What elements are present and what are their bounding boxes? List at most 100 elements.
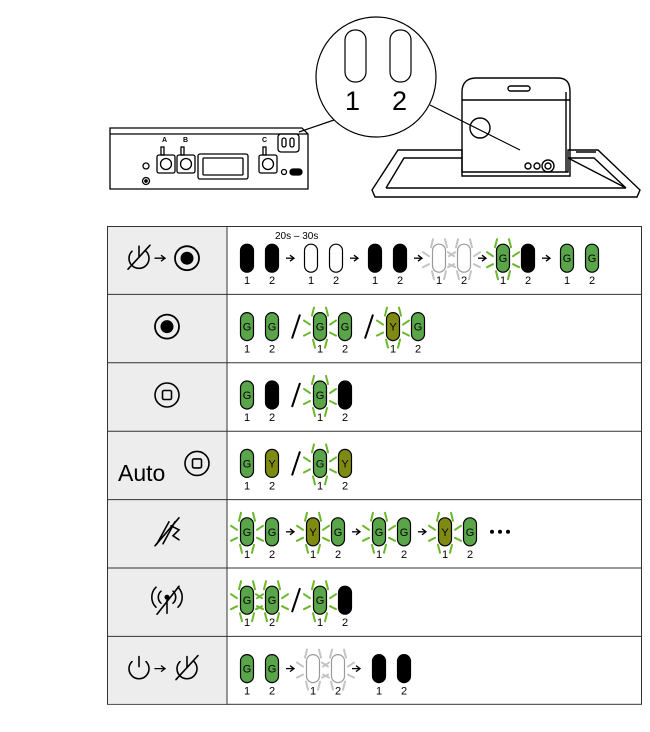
led-number: 1	[376, 549, 382, 561]
led-number: 2	[461, 275, 467, 287]
led-capsule	[264, 654, 280, 684]
port-b-label: B	[183, 137, 189, 144]
led-ray	[437, 543, 441, 554]
arrow-head	[355, 665, 362, 673]
led: 1	[239, 243, 255, 287]
led-ray	[255, 593, 263, 600]
led-ray	[385, 338, 389, 349]
led-ray	[256, 536, 264, 542]
led-capsule	[396, 654, 412, 684]
led-ray	[347, 661, 355, 668]
led-number: 1	[244, 686, 250, 698]
led: G2	[264, 654, 280, 698]
led-number: 1	[436, 275, 442, 287]
led-letter: G	[243, 595, 252, 607]
arrow-head	[355, 528, 362, 536]
led-ray	[324, 407, 328, 417]
power-slash	[175, 654, 199, 681]
led-ray	[318, 648, 322, 659]
led: 2	[337, 585, 353, 629]
led: 2	[264, 380, 280, 424]
led-ray	[447, 251, 455, 258]
led-number: 2	[401, 686, 407, 698]
led-letter: G	[316, 322, 325, 334]
transmitter-stand	[371, 77, 641, 198]
led: 1	[422, 238, 456, 287]
led-letter: Y	[309, 527, 317, 539]
led-capsule	[239, 311, 255, 342]
led-ray	[388, 524, 396, 531]
arrow-head	[545, 254, 552, 262]
led-ray	[325, 306, 329, 317]
led-capsule	[264, 517, 280, 547]
led-number: 1	[442, 549, 448, 561]
led-ray	[296, 536, 304, 542]
led-number: 1	[500, 275, 506, 287]
led: 2	[321, 648, 355, 698]
led: G2	[255, 580, 289, 629]
led-number: 1	[244, 275, 250, 287]
led-ray	[318, 511, 322, 522]
led-number: 1	[317, 344, 323, 356]
led: Y1	[296, 511, 330, 561]
led: G1	[303, 375, 337, 424]
led-number: 2	[269, 549, 275, 561]
led-number: 1	[310, 686, 316, 698]
led-ray	[303, 468, 311, 474]
led-ray	[312, 407, 316, 417]
led-ray	[324, 338, 328, 349]
led-capsule	[264, 448, 280, 478]
ellipsis-dot	[498, 529, 502, 534]
slash-separator	[364, 314, 374, 339]
stop-square	[161, 389, 173, 401]
led-ray	[371, 543, 375, 554]
led: G1	[303, 443, 337, 492]
led-ray	[305, 680, 309, 691]
led-number: 2	[397, 275, 403, 287]
arrow-head	[289, 528, 296, 536]
led-letter: G	[268, 595, 277, 607]
led-number: 1	[244, 480, 250, 492]
led-capsule	[385, 311, 401, 342]
led-capsule	[330, 654, 346, 684]
led-ray	[473, 263, 481, 269]
led-letter: G	[268, 527, 277, 539]
led: 2	[396, 654, 412, 698]
led: 2	[520, 243, 536, 287]
led-number: 2	[415, 344, 421, 356]
led: G2	[410, 311, 426, 356]
signal-waves	[157, 590, 177, 604]
led-capsule	[431, 243, 447, 273]
led: G2	[264, 311, 280, 356]
led-ray	[473, 251, 481, 258]
led-capsule	[239, 448, 255, 478]
led-letter: G	[588, 253, 597, 265]
led-ray	[329, 648, 333, 659]
led-number: 1	[308, 275, 314, 287]
led-ray	[325, 443, 329, 454]
led-ray	[329, 319, 337, 326]
callout-led-2-label: 2	[392, 86, 408, 116]
led-ray	[494, 238, 498, 249]
led-ray	[324, 475, 328, 486]
led-capsule	[392, 243, 408, 273]
led-ray	[388, 536, 396, 542]
arrow-head	[421, 528, 428, 536]
led-number: 2	[269, 480, 275, 492]
arrow-head	[289, 254, 296, 262]
led-ray	[370, 511, 374, 522]
power-arc	[128, 660, 150, 680]
power-arc	[128, 250, 150, 270]
led-letter: G	[268, 664, 277, 676]
led-ray	[342, 680, 346, 691]
led-capsule	[520, 243, 536, 273]
led-ray	[281, 605, 289, 611]
led-ray	[303, 605, 311, 611]
led-ray	[343, 648, 347, 659]
led-letter: G	[243, 664, 252, 676]
led-ray	[454, 536, 462, 542]
arrow-head	[160, 665, 167, 673]
led-capsule	[305, 654, 321, 684]
led-letter: G	[499, 253, 508, 265]
led-ray	[330, 680, 334, 691]
